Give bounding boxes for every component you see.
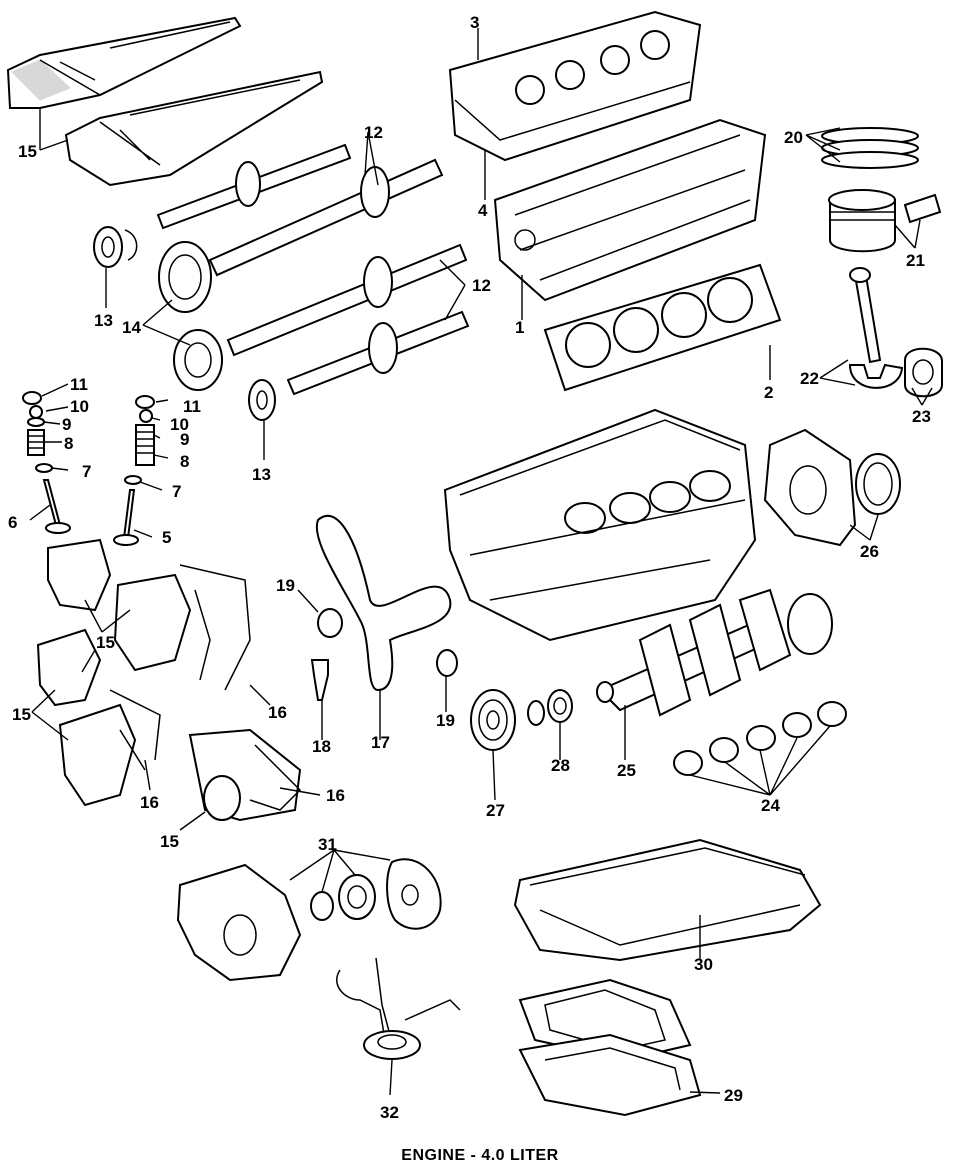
crankshaft [596, 588, 833, 717]
callout-9: 9 [180, 430, 189, 449]
belt-idler-19b [436, 649, 458, 677]
timing-cover-upper-left [47, 538, 112, 612]
callout-14: 14 [122, 318, 141, 337]
callout-17: 17 [371, 733, 390, 752]
rod-bearings [904, 347, 943, 398]
diagram-caption: ENGINE - 4.0 LITER [401, 1147, 558, 1164]
callout-18: 18 [312, 737, 331, 756]
callout-32: 32 [380, 1103, 399, 1122]
callout-7: 7 [172, 482, 181, 501]
timing-cover-mid-left [36, 628, 102, 707]
cylinder-head [448, 10, 702, 162]
callout-15: 15 [96, 633, 115, 652]
piston [828, 189, 896, 253]
oil-pan-lower [518, 1033, 702, 1117]
camshaft-4 [286, 310, 470, 396]
head-cover-lower [64, 70, 324, 187]
callout-30: 30 [694, 955, 713, 974]
camshaft-3 [226, 243, 468, 357]
timing-cover-front [188, 728, 302, 822]
callout-7: 7 [82, 462, 91, 481]
callout-4: 4 [478, 201, 488, 220]
rear-plate [763, 428, 857, 547]
oil-pan-gasket [518, 978, 692, 1062]
callout-29: 29 [724, 1086, 743, 1105]
callout-25: 25 [617, 761, 636, 780]
cam-pulley-upper [158, 241, 212, 313]
leader-lines [29, 28, 933, 1096]
callout-11: 11 [183, 397, 201, 416]
callout-27: 27 [486, 801, 505, 820]
callout-6: 6 [8, 513, 17, 532]
callout-11: 11 [70, 375, 88, 394]
valve-train-right [113, 395, 155, 546]
callout-13: 13 [252, 465, 271, 484]
timing-cover-lower-left [58, 703, 137, 807]
timing-cover-gasket-16a [179, 564, 251, 691]
callout-8: 8 [180, 452, 189, 471]
callout-labels: 15 12 13 14 12 3 4 1 2 20 21 22 23 11 10… [8, 13, 931, 1122]
cam-seal-13a [93, 226, 138, 268]
callout-16: 16 [140, 793, 159, 812]
callout-9: 9 [62, 415, 71, 434]
oil-pan-upper [513, 838, 822, 962]
callout-16: 16 [268, 703, 287, 722]
head-cover-upper [6, 16, 242, 109]
timing-cover-upper-right [113, 573, 192, 672]
callout-19: 19 [436, 711, 455, 730]
valve-train-left [22, 391, 71, 534]
callout-16: 16 [326, 786, 345, 805]
callout-19: 19 [276, 576, 295, 595]
callout-10: 10 [170, 415, 189, 434]
oil-pump-rotor-inner [310, 891, 334, 921]
cylinder-head-assembly [493, 118, 767, 302]
callout-31: 31 [318, 835, 337, 854]
piston-pin [903, 193, 942, 224]
callout-26: 26 [860, 542, 879, 561]
oil-pump-rotor-outer [338, 874, 376, 920]
callout-23: 23 [912, 407, 931, 426]
belt-tensioner [310, 659, 329, 701]
cam-pulley-lower [173, 329, 223, 391]
crank-pulley [470, 689, 516, 751]
callout-12: 12 [364, 123, 383, 142]
oil-pump-cover [386, 858, 442, 930]
callout-21: 21 [906, 251, 925, 270]
callout-15: 15 [18, 142, 37, 161]
callout-15: 15 [160, 832, 179, 851]
callout-20: 20 [784, 128, 803, 147]
callout-24: 24 [761, 796, 780, 815]
callout-13: 13 [94, 311, 113, 330]
main-bearings [673, 701, 847, 776]
crank-timing-gear [527, 689, 573, 726]
head-gasket [543, 263, 782, 392]
callout-1: 1 [515, 318, 524, 337]
oil-pump-housing [176, 863, 302, 982]
camshaft-1 [156, 143, 352, 230]
callout-8: 8 [64, 434, 73, 453]
timing-belt [315, 514, 452, 692]
callout-22: 22 [800, 369, 819, 388]
callout-15: 15 [12, 705, 31, 724]
cam-seal-13b [248, 379, 276, 421]
belt-idler-19a [317, 608, 343, 638]
callout-2: 2 [764, 383, 773, 402]
oil-strainer [336, 957, 461, 1060]
callout-3: 3 [470, 13, 479, 32]
timing-cover-gasket-16b [109, 689, 161, 771]
callout-12: 12 [472, 276, 491, 295]
callout-10: 10 [70, 397, 89, 416]
connecting-rod [848, 267, 904, 389]
camshaft-2 [208, 158, 444, 277]
callout-28: 28 [551, 756, 570, 775]
cylinder-block [443, 408, 757, 642]
rear-main-seal [855, 453, 901, 515]
timing-cover-gasket-16c [249, 744, 302, 811]
callout-5: 5 [162, 528, 171, 547]
